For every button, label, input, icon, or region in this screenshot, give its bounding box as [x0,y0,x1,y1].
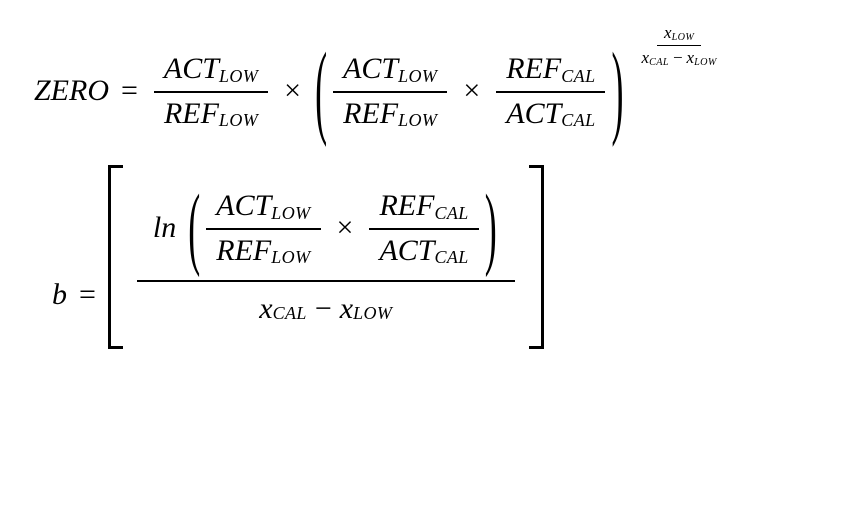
fraction-denominator: REFLOW [154,93,268,136]
fraction-numerator: ACTLOW [153,48,269,93]
equals-sign: = [79,277,96,311]
var-act: ACT [343,52,399,85]
subscript-cal: CAL [649,56,669,68]
equals-sign: = [121,74,138,108]
subscript-low: LOW [271,247,311,268]
var-ref: REF [216,233,272,267]
left-paren-glyph: ( [188,175,201,278]
var-x: x [339,292,354,325]
right-paren: ) [483,176,499,278]
minus-sign: − [672,47,683,67]
equation-b-lhs: b = [52,278,108,313]
minus-sign: − [314,292,332,325]
exponent-denominator: xCAL−xLOW [635,46,724,70]
multiply-sign: × [336,211,354,245]
subscript-low: LOW [353,302,393,323]
main-fraction-numerator: ln ( ACTLOW REFLOW × REFCAL ACTCAL ) [136,176,515,282]
fraction-numerator: ACTLOW [333,48,448,93]
right-paren: ) [610,31,626,147]
ln-operator: ln [152,211,177,245]
var-act: ACT [216,189,272,222]
subscript-cal: CAL [272,302,307,323]
fraction-act-low-over-ref-low: ACTLOW REFLOW [333,48,448,136]
var-ref: REF [163,96,219,130]
var-ref: REF [343,96,399,130]
left-paren: ( [313,31,329,147]
b-label: b [52,277,67,311]
subscript-low: LOW [218,65,259,86]
var-act: ACT [163,52,219,85]
subscript-low: LOW [398,65,438,86]
fraction-denominator: ACTCAL [496,93,605,136]
equation-b: b = ln ( ACTLOW REFLOW × REFCAL ACTCAL )… [52,165,858,349]
var-x: x [664,23,672,42]
subscript-low: LOW [218,110,259,131]
equation-zero: ZERO = ACTLOW REFLOW × ( ACTLOW REFLOW ×… [34,23,858,147]
fraction-numerator: REFCAL [369,185,479,230]
zero-label: ZERO [34,74,109,108]
var-act: ACT [506,96,562,130]
fraction-denominator: REFLOW [206,230,320,273]
multiply-sign: × [284,74,302,108]
left-paren-glyph: ( [315,31,328,148]
var-ref: REF [506,52,562,85]
right-paren-glyph: ) [484,175,497,278]
subscript-cal: CAL [434,247,469,268]
subscript-low: LOW [271,202,311,223]
fraction-ref-cal-over-act-cal: REFCAL ACTCAL [369,185,479,273]
fraction-denominator: ACTCAL [369,230,478,273]
fraction-act-low-over-ref-low: ACTLOW REFLOW [153,48,269,136]
var-act: ACT [379,233,435,267]
exponent-fraction: xLOW xCAL−xLOW [635,21,724,69]
subscript-cal: CAL [561,65,596,86]
subscript-low: LOW [694,56,717,68]
fraction-numerator: REFCAL [496,48,606,93]
subscript-low: LOW [398,110,438,131]
exponent: xLOW xCAL−xLOW [631,21,728,69]
exponent-numerator: xLOW [657,21,702,46]
right-paren-glyph: ) [611,31,624,148]
fraction-denominator: REFLOW [333,93,447,136]
var-x: x [641,47,650,67]
subscript-low: LOW [671,32,695,44]
fraction-act-low-over-ref-low: ACTLOW REFLOW [206,185,321,273]
fraction-ref-cal-over-act-cal: REFCAL ACTCAL [496,48,606,136]
multiply-sign: × [463,74,481,108]
subscript-cal: CAL [434,202,469,223]
var-x: x [686,47,695,67]
left-paren: ( [186,176,202,278]
fraction-numerator: ACTLOW [206,185,321,230]
var-ref: REF [379,189,435,222]
left-bracket [107,165,123,349]
subscript-cal: CAL [561,110,596,131]
right-bracket [528,165,544,349]
var-x: x [259,292,273,325]
